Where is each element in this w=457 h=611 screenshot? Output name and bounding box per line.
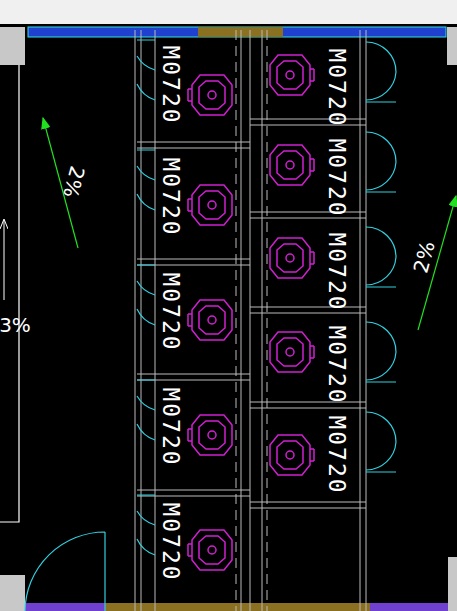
door-swing xyxy=(137,265,155,325)
partition-line xyxy=(250,508,366,509)
door-swing xyxy=(366,42,396,102)
partition-line xyxy=(250,408,366,409)
door-code: M0720 xyxy=(325,48,348,127)
slope-label: 2% xyxy=(60,164,88,200)
partition-line xyxy=(250,212,366,213)
partition-line xyxy=(250,119,366,120)
door-code: M0720 xyxy=(159,157,182,236)
door-swing xyxy=(366,412,396,472)
partition-line xyxy=(137,259,250,260)
door-swing xyxy=(137,380,155,440)
door-code: M0720 xyxy=(159,502,182,581)
partition-line xyxy=(250,125,366,126)
door-swing xyxy=(137,40,155,100)
door-swing xyxy=(366,227,396,287)
partition-line xyxy=(137,374,250,375)
door-code: M0720 xyxy=(159,45,182,124)
door-code: M0720 xyxy=(159,272,182,351)
slope-label: 3% xyxy=(0,315,31,335)
partition-line xyxy=(250,218,366,219)
partition-line xyxy=(137,490,250,491)
partition-line xyxy=(137,496,250,497)
door-swing xyxy=(366,322,396,382)
door-code: M0720 xyxy=(159,387,182,466)
door-code: M0720 xyxy=(325,138,348,217)
partition-line xyxy=(250,402,366,403)
door-code: M0720 xyxy=(325,325,348,404)
door-swing xyxy=(137,495,155,555)
partition-line xyxy=(250,307,366,308)
partition-line xyxy=(137,148,250,149)
partition-line xyxy=(250,502,366,503)
partition-line xyxy=(250,313,366,314)
door-code: M0720 xyxy=(325,415,348,494)
partition-line xyxy=(137,142,250,143)
door-swing xyxy=(366,132,396,192)
door-code: M0720 xyxy=(325,232,348,311)
door-swing xyxy=(137,150,155,210)
slope-label: 2% xyxy=(410,239,438,275)
